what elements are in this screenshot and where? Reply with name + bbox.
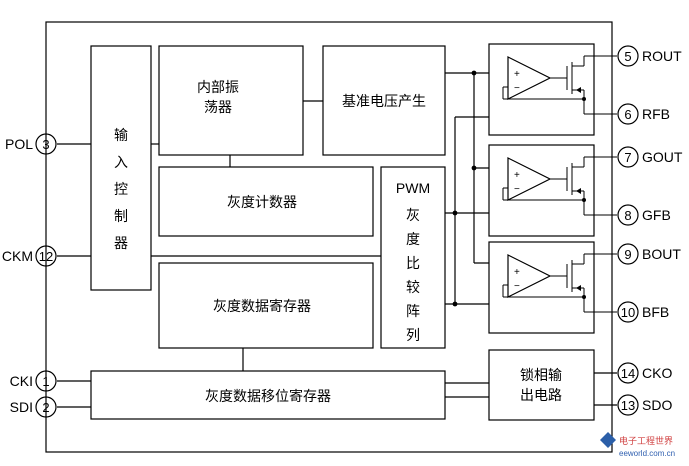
pin-number: 12 xyxy=(39,249,53,264)
pin-name: GFB xyxy=(642,207,671,223)
pin-name: BOUT xyxy=(642,246,681,262)
pin-pol: 3 POL xyxy=(5,133,57,155)
watermark-logo: 电子工程世界 eeworld.com.cn xyxy=(600,432,675,458)
opamp-minus-sign: − xyxy=(514,281,520,292)
green-output-stage: + − xyxy=(488,144,618,237)
pwm-char: 阵 xyxy=(406,304,420,320)
input-control-char: 输 xyxy=(114,128,128,144)
pin-name: BFB xyxy=(642,304,669,320)
pwm-title: PWM xyxy=(396,180,430,196)
opamp-plus-sign: + xyxy=(514,267,520,278)
reference-voltage-block: 基准电压产生 xyxy=(322,45,446,156)
pwm-char: 较 xyxy=(406,280,420,296)
pin-name: SDI xyxy=(10,399,33,415)
watermark-url: eeworld.com.cn xyxy=(619,449,675,458)
pin-name: CKM xyxy=(2,248,33,264)
shift-register-label: 灰度数据移位寄存器 xyxy=(205,388,331,405)
opamp-plus-sign: + xyxy=(514,170,520,181)
opamp-minus-sign: − xyxy=(514,83,520,94)
pin-gfb: 8 GFB xyxy=(617,204,671,226)
pwm-char: 灰 xyxy=(406,208,420,224)
pin-name: ROUT xyxy=(642,48,682,64)
pin-cko: 14 CKO xyxy=(617,362,672,384)
reference-voltage-label: 基准电压产生 xyxy=(342,93,426,110)
pin-number: 9 xyxy=(624,247,631,262)
opamp-minus-sign: − xyxy=(514,184,520,195)
pin-name: SDO xyxy=(642,397,672,413)
oscillator-block: 内部振 荡器 xyxy=(158,45,304,156)
pin-bfb: 10 BFB xyxy=(617,301,669,323)
pin-number: 10 xyxy=(621,305,635,320)
pwm-char: 度 xyxy=(406,232,420,248)
pin-number: 14 xyxy=(621,366,635,381)
pin-ckm: 12 CKM xyxy=(2,245,57,267)
pin-number: 1 xyxy=(42,374,49,389)
watermark-text: 电子工程世界 xyxy=(619,435,673,447)
pll-output-block: 锁相输 出电路 xyxy=(488,349,595,421)
pin-name: CKI xyxy=(10,373,33,389)
oscillator-label-line1: 内部振 xyxy=(197,80,239,96)
pin-name: GOUT xyxy=(642,149,683,165)
pll-output-label-line2: 出电路 xyxy=(520,388,562,404)
opamp-plus-sign: + xyxy=(514,69,520,80)
red-output-stage: + − xyxy=(488,43,618,136)
pin-rfb: 6 RFB xyxy=(617,103,670,125)
input-control-char: 控 xyxy=(114,182,128,198)
pin-name: POL xyxy=(5,136,33,152)
input-control-char: 制 xyxy=(114,209,128,225)
input-control-block: 输 入 控 制 器 xyxy=(90,45,152,291)
pin-number: 2 xyxy=(42,400,49,415)
pin-number: 3 xyxy=(42,137,49,152)
gray-register-block: 灰度数据寄存器 xyxy=(158,262,374,349)
gray-counter-block: 灰度计数器 xyxy=(158,166,374,237)
pin-cki: 1 CKI xyxy=(10,370,57,392)
pin-number: 7 xyxy=(624,150,631,165)
pin-number: 6 xyxy=(624,107,631,122)
oscillator-label-line2: 荡器 xyxy=(204,100,232,116)
blue-output-stage: + − xyxy=(488,241,618,334)
pin-sdo: 13 SDO xyxy=(617,394,672,416)
pin-number: 5 xyxy=(624,49,631,64)
gray-counter-label: 灰度计数器 xyxy=(227,195,297,211)
chip-boundary xyxy=(45,21,613,453)
pin-name: CKO xyxy=(642,365,672,381)
input-control-char: 器 xyxy=(114,236,128,252)
pin-number: 8 xyxy=(624,208,631,223)
pwm-compare-block: PWM 灰 度 比 较 阵 列 xyxy=(380,166,446,349)
pwm-char: 比 xyxy=(406,256,420,272)
pin-sdi: 2 SDI xyxy=(10,396,57,418)
pin-bout: 9 BOUT xyxy=(617,243,681,265)
gray-register-label: 灰度数据寄存器 xyxy=(213,298,311,315)
shift-register-block: 灰度数据移位寄存器 xyxy=(90,370,446,420)
input-control-char: 入 xyxy=(114,155,128,171)
pll-output-label-line1: 锁相输 xyxy=(520,368,562,384)
pin-gout: 7 GOUT xyxy=(617,146,683,168)
pin-number: 13 xyxy=(621,398,635,413)
pwm-char: 列 xyxy=(406,328,420,344)
pin-rout: 5 ROUT xyxy=(617,45,682,67)
pin-name: RFB xyxy=(642,106,670,122)
junction-dots xyxy=(452,70,477,307)
